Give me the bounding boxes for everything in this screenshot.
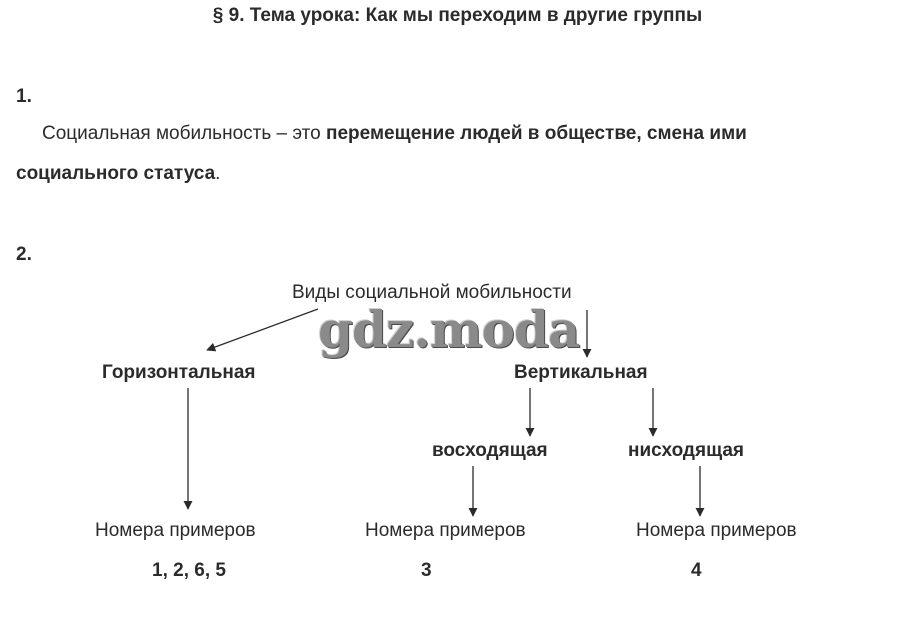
- examples-label-descending: Номера примеров: [636, 520, 797, 541]
- examples-label-horizontal: Номера примеров: [95, 520, 256, 541]
- node-vertical: Вертикальная: [514, 362, 648, 383]
- examples-label-ascending: Номера примеров: [365, 520, 526, 541]
- node-horizontal: Горизонтальная: [102, 362, 256, 383]
- task-1-number: 1.: [16, 86, 32, 107]
- node-descending: нисходящая: [628, 440, 744, 461]
- diagram-root-node: Виды социальной мобильности: [292, 282, 572, 303]
- examples-horizontal-values: 1, 2, 6, 5: [152, 560, 226, 581]
- node-ascending: восходящая: [432, 440, 548, 461]
- task-2-number: 2.: [16, 244, 32, 265]
- examples-descending-value: 4: [691, 560, 702, 581]
- arrow-root-to-horizontal: [206, 308, 319, 352]
- definition-answer-part-2: социального статуса: [16, 163, 216, 184]
- task-1-line-1: Социальная мобильность – это перемещение…: [42, 114, 747, 154]
- definition-answer-part-1: перемещение людей в обществе, смена ими: [325, 123, 747, 144]
- definition-end: .: [215, 163, 221, 184]
- examples-ascending-value: 3: [421, 560, 432, 581]
- watermark-logo: gdz.moda: [318, 300, 580, 359]
- task-1-line-2: социального статуса.: [16, 154, 220, 194]
- definition-intro: Социальная мобильность – это: [42, 123, 326, 144]
- page-title: § 9. Тема урока: Как мы переходим в друг…: [212, 5, 703, 26]
